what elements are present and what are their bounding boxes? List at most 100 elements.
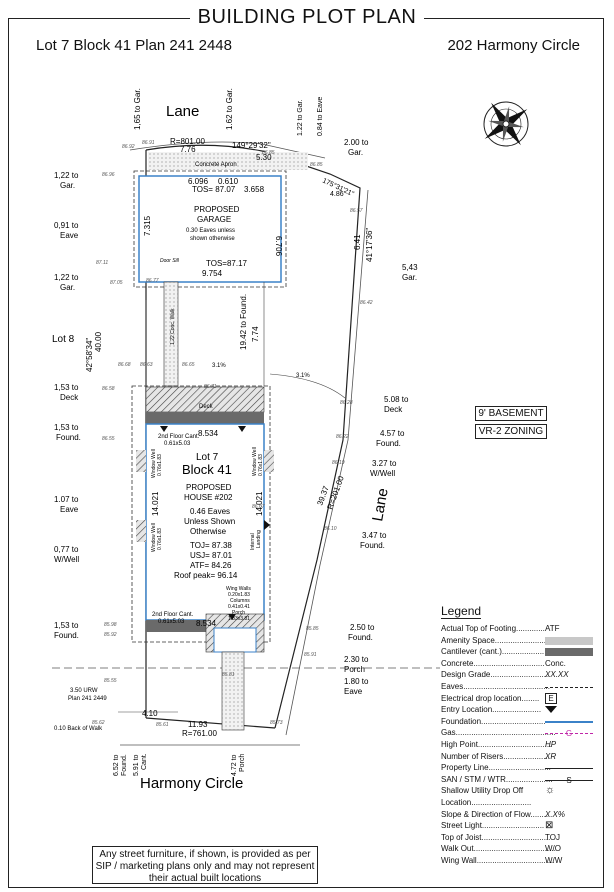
legend-row: High Point..............................… <box>441 739 593 751</box>
legend-row: Foundation............................. <box>441 716 593 728</box>
house-wing-1: Wing Walls <box>226 586 251 592</box>
house-proposed: PROPOSED <box>186 483 232 492</box>
grade-4: 86.85 <box>310 162 323 168</box>
house-depth-left: 14.021 <box>151 491 160 516</box>
grade-12: 86.63 <box>140 362 153 368</box>
house-eaves-3: Otherwise <box>190 527 227 536</box>
angle-1: 149°29'32" <box>232 141 271 150</box>
right-dim-6b: Found. <box>348 633 373 642</box>
legend-label: Cantilever (cant.)................... <box>441 647 545 657</box>
gar-162: 1.62 to Gar. <box>225 88 234 130</box>
legend-symbol: ATF <box>545 624 560 633</box>
electrical-drop-icon: E <box>545 692 557 704</box>
legend-label: Entry Location...................... <box>441 705 542 715</box>
left-dim-5b: Found. <box>56 433 81 442</box>
window-well-left-2 <box>136 520 146 542</box>
legend-symbol: XR <box>545 751 557 761</box>
legend-symbol: HP <box>545 739 557 749</box>
house-eaves-1: 0.46 Eaves <box>190 507 230 516</box>
legend-label: Number of Risers..................... <box>441 751 550 761</box>
front-walk <box>221 651 245 731</box>
right-dim-8a: 1.80 to <box>344 677 369 686</box>
garage-dim-6706: 6.706 <box>274 236 283 257</box>
grade-29: 85.61 <box>156 722 169 728</box>
left-dim-4a: 1,53 to <box>54 383 79 392</box>
legend-row: Top of Joist............................… <box>441 832 593 844</box>
garage-dim-3658: 3.658 <box>244 185 265 194</box>
title-wrap: BUILDING PLOT PLAN <box>0 6 614 29</box>
grade-25: 85.85 <box>306 626 319 632</box>
grade-27: 85.73 <box>270 720 283 726</box>
amenity-swatch <box>545 636 593 645</box>
right-dim-7b: Porch <box>344 665 365 674</box>
house-landing-1: Internal <box>250 533 256 550</box>
garage-label-2: GARAGE <box>197 215 231 224</box>
concrete-apron-label: Concrete Apron <box>195 162 237 168</box>
right-dim-3a: 4.57 to <box>380 429 405 438</box>
garage-dim-6096: 6.096 <box>188 177 209 186</box>
entry-marker-right <box>264 520 270 530</box>
house-cant-top-1: 2nd Floor Cant. <box>158 434 200 440</box>
house-ww-right-1: Window Well <box>252 447 258 476</box>
deck <box>145 386 265 413</box>
concrete-apron <box>148 152 308 170</box>
entry-marker-bottom <box>228 614 236 620</box>
garage-footprint <box>138 175 282 283</box>
window-well-right <box>264 450 274 472</box>
grade-24: 85.91 <box>304 652 317 658</box>
san-symbol: S <box>545 776 593 784</box>
legend-label: Gas.....................................… <box>441 728 556 738</box>
legend-label: Amenity Space....................... <box>441 635 546 645</box>
house-width-top: 8.534 <box>198 429 219 438</box>
left-dim-8b: Found. <box>54 631 79 640</box>
dim-641: 6.41 <box>353 234 362 250</box>
left-dim-3b: Gar. <box>60 283 75 292</box>
house-eaves <box>131 385 271 643</box>
design-grades: 86.92 86.91 86.85 86.85 86.96 86.57 87.1… <box>92 140 373 728</box>
garage-label-1: PROPOSED <box>194 205 240 214</box>
legend-label: Walk Out................................… <box>441 844 556 854</box>
grade-15: 86.28 <box>340 400 353 406</box>
legend-label: Top of Joist............................… <box>441 832 551 842</box>
lane-right-label: Lane <box>369 487 392 523</box>
left-dim-8a: 1,53 to <box>54 621 79 630</box>
window-well-left-1 <box>136 450 146 472</box>
left-dim-1b: Gar. <box>60 181 75 190</box>
legend-label: Electrical drop location........ <box>441 693 540 703</box>
legend-row: Amenity Space....................... <box>441 635 593 647</box>
back-of-walk: 0.10 Back of Walk <box>54 726 103 732</box>
garage-tos-top: TOS= 87.07 <box>192 185 236 194</box>
civic-address: 202 Harmony Circle <box>447 37 580 54</box>
grade-17: 86.22 <box>336 434 349 440</box>
page-title: BUILDING PLOT PLAN <box>189 6 425 29</box>
garage-dim-7315: 7.315 <box>143 215 152 236</box>
right-dim-5b: Found. <box>360 541 385 550</box>
porch-472a: 4.72 to <box>231 754 238 776</box>
grade-8: 87.05 <box>110 280 123 286</box>
dim-530: 5.30 <box>256 153 272 162</box>
left-dim-2b: Eave <box>60 231 79 240</box>
right-dims: 5,43 Gar. 5.08 to Deck 4.57 to Found. 3.… <box>344 263 418 696</box>
left-dim-6b: Eave <box>60 505 79 514</box>
grade-13: 86.65 <box>182 362 195 368</box>
legal-description: Lot 7 Block 41 Plan 241 2448 <box>36 37 232 54</box>
porch-inner <box>213 627 257 653</box>
house-wing-3: Columns <box>230 598 250 604</box>
house-wing-5: Porch <box>232 610 245 616</box>
entry-marker-top-right <box>238 426 246 432</box>
cantilever-bottom <box>146 620 206 632</box>
left-dim-6a: 1.07 to <box>54 495 79 504</box>
r-761: R=761.00 <box>182 729 217 738</box>
cant-591b: Cant. <box>141 753 148 770</box>
legend-title: Legend <box>441 604 482 619</box>
eave-084: 0.84 to Eave <box>317 97 324 136</box>
legend-label: SAN / STM / WTR..................... <box>441 774 553 784</box>
garage-eaves <box>133 170 287 288</box>
cant-591a: 5.91 to <box>133 754 140 776</box>
grade-10: 86.42 <box>360 300 373 306</box>
found-652b: Found. <box>121 754 128 776</box>
gar-165: 1,65 to Gar. <box>133 88 142 130</box>
angle-3: 41°17'36" <box>365 228 374 262</box>
legend-row: Gas.....................................… <box>441 727 593 739</box>
